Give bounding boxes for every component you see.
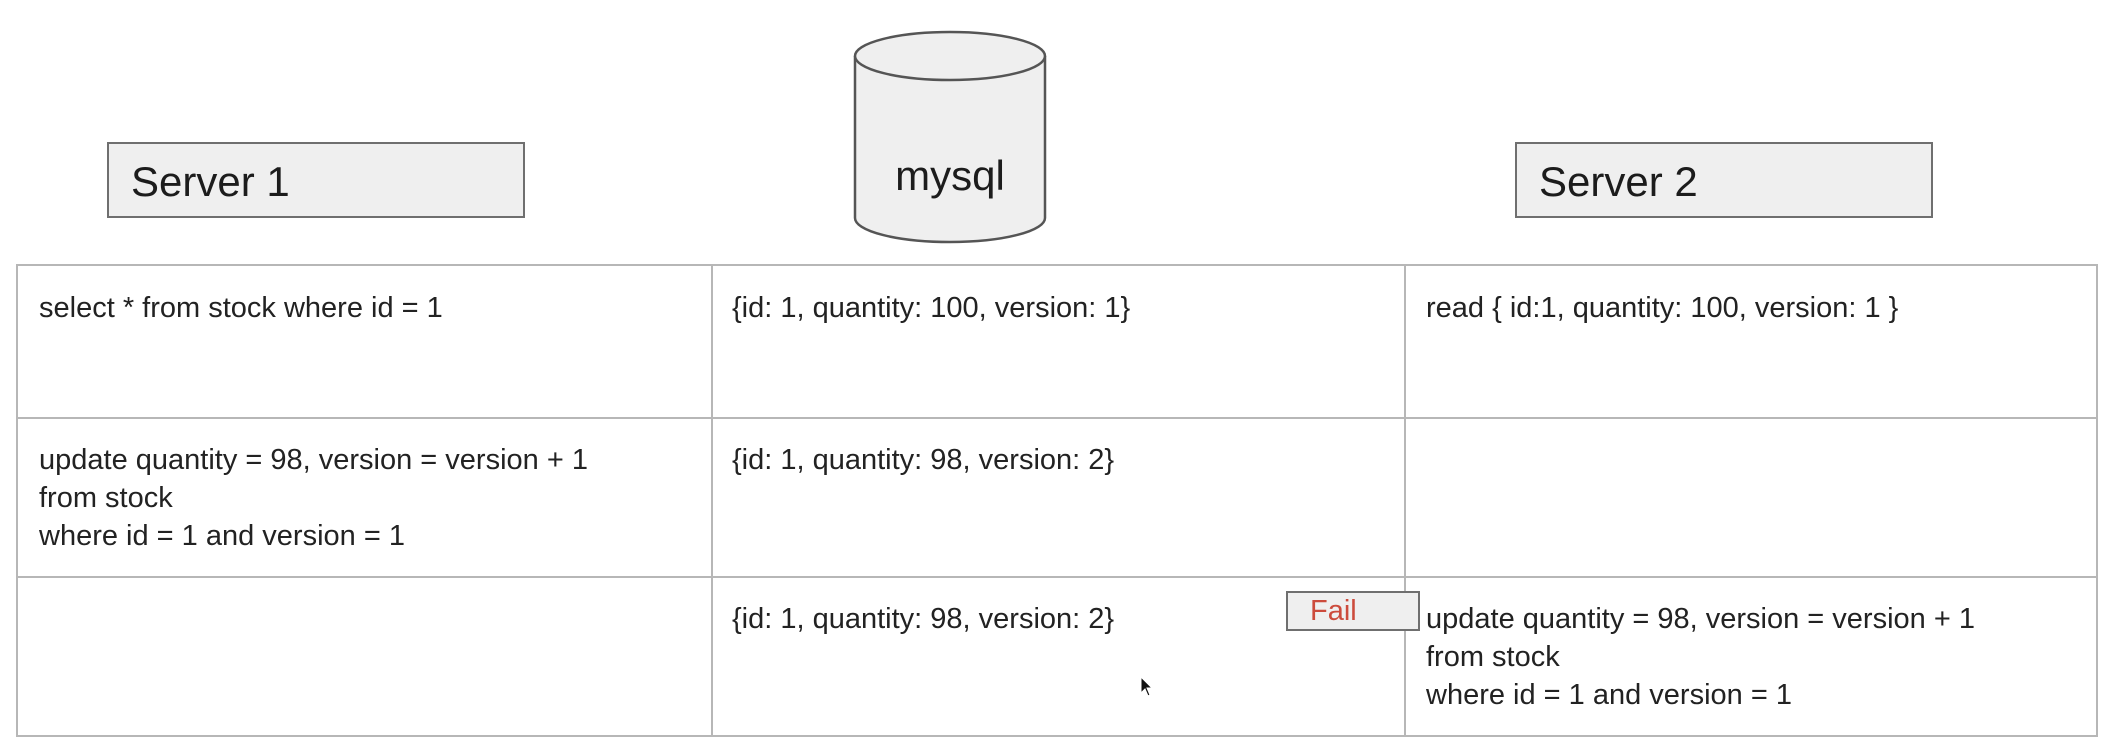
row-2-server-1-cell: update quantity = 98, version = version …: [39, 444, 588, 552]
row-3-server-2-cell: update quantity = 98, version = version …: [1426, 603, 1975, 711]
row-1-server-2-cell: read { id:1, quantity: 100, version: 1 }: [1426, 292, 1899, 324]
column-divider: [711, 266, 713, 735]
sequence-table: [16, 264, 2098, 737]
column-divider: [1404, 266, 1406, 735]
fail-badge: Fail: [1286, 591, 1420, 631]
mysql-label: mysql: [895, 152, 1005, 199]
row-2-mysql-cell: {id: 1, quantity: 98, version: 2}: [732, 444, 1115, 476]
mysql-database: mysql: [852, 28, 1048, 246]
server-1-label: Server 1: [131, 158, 290, 205]
row-1-server-1-cell: select * from stock where id = 1: [39, 292, 443, 324]
row-divider: [18, 417, 2096, 419]
row-3-mysql-cell: {id: 1, quantity: 98, version: 2}: [732, 603, 1115, 635]
fail-label: Fail: [1310, 595, 1357, 627]
row-divider: [18, 576, 2096, 578]
server-2-box: Server 2: [1515, 142, 1933, 218]
server-2-label: Server 2: [1539, 158, 1698, 205]
database-cylinder-icon: [853, 30, 1047, 244]
row-1-mysql-cell: {id: 1, quantity: 100, version: 1}: [732, 292, 1131, 324]
mouse-pointer-icon: [1140, 676, 1154, 697]
server-1-box: Server 1: [107, 142, 525, 218]
